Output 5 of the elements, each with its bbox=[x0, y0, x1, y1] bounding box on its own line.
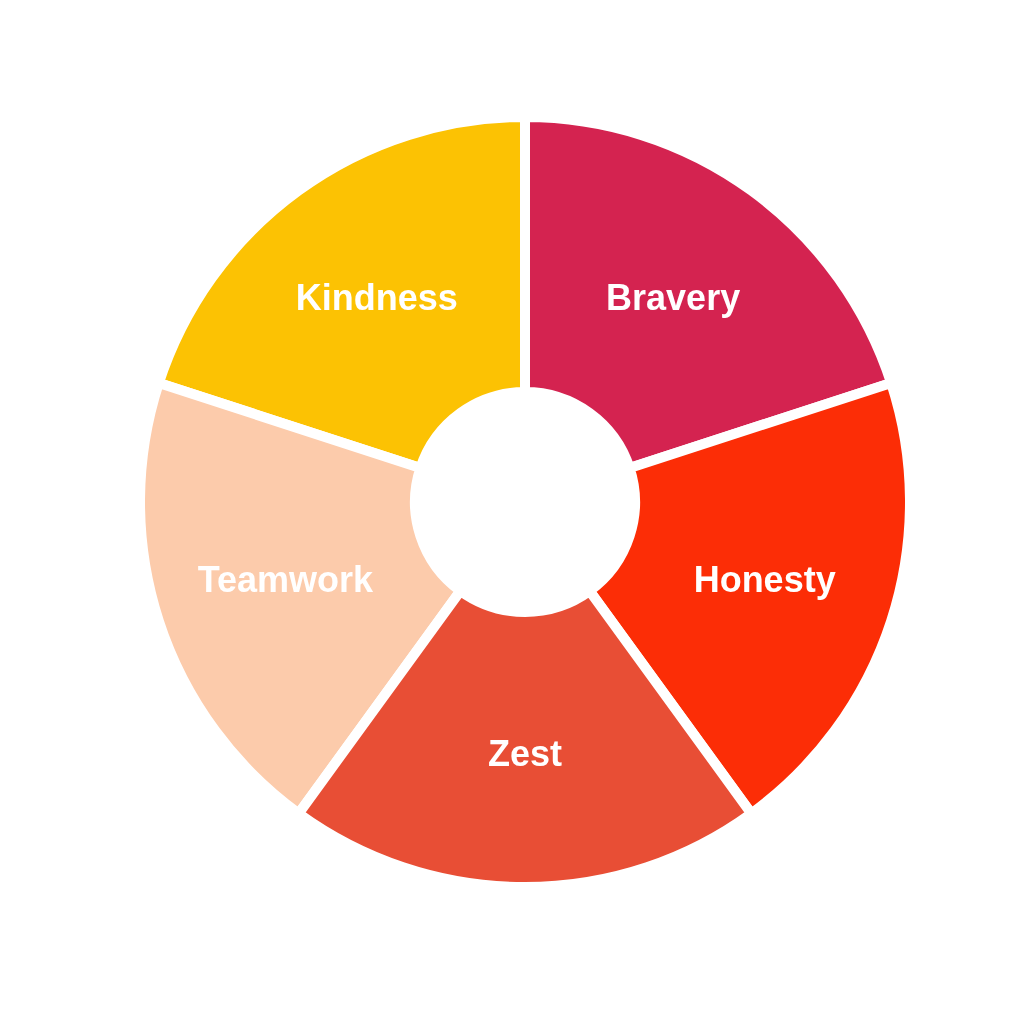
segment-label: Zest bbox=[488, 733, 562, 774]
segment-label: Teamwork bbox=[197, 558, 374, 600]
segment-label: Kindness bbox=[295, 277, 458, 319]
segment-label: Honesty bbox=[693, 558, 836, 600]
segment-label: Bravery bbox=[606, 277, 741, 319]
